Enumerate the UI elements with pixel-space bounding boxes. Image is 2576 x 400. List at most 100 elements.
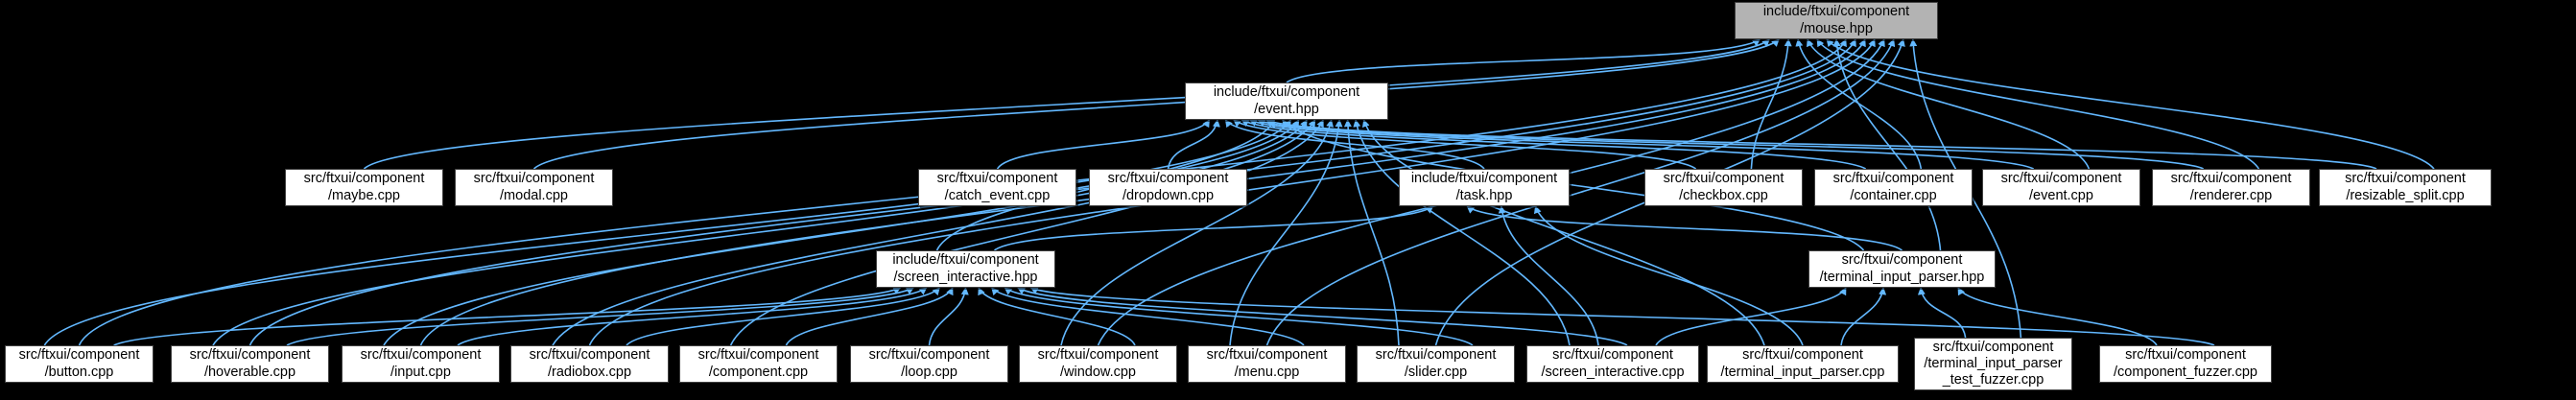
node-label-line: src/ftxui/component — [189, 347, 311, 364]
node-label-line: /terminal_input_parser.cpp — [1720, 364, 1885, 380]
graph-edge-screen-interactive-cpp-to-task-hpp — [1498, 205, 1599, 346]
node-label-line: /task.hpp — [1455, 187, 1513, 203]
graph-node-renderer-cpp[interactable]: src/ftxui/component/renderer.cpp — [2152, 169, 2310, 206]
node-label-line: /radiobox.cpp — [547, 364, 632, 380]
node-label-line: src/ftxui/component — [2345, 171, 2466, 187]
graph-edge-component-fuzzer-cpp-to-screen-interactive-hpp — [1029, 287, 2215, 346]
graph-node-slider-cpp[interactable]: src/ftxui/component/slider.cpp — [1357, 345, 1515, 383]
node-label-line: /terminal_input_parser.hpp — [1819, 269, 1985, 285]
graph-edge-component-cpp-to-event-hpp — [729, 119, 1324, 346]
graph-node-menu-cpp[interactable]: src/ftxui/component/menu.cpp — [1188, 345, 1346, 383]
graph-edge-event-hpp-to-mouse-hpp — [1286, 38, 1761, 83]
graph-edge-screen-interactive-cpp-to-screen-interactive-hpp — [1017, 287, 1628, 346]
graph-node-maybe-cpp[interactable]: src/ftxui/component/maybe.cpp — [285, 169, 443, 206]
graph-node-checkbox-cpp[interactable]: src/ftxui/component/checkbox.cpp — [1644, 169, 1803, 206]
node-label-line: include/ftxui/component — [1213, 84, 1360, 101]
graph-node-terminal-input-parser-hpp[interactable]: src/ftxui/component/terminal_input_parse… — [1808, 250, 1996, 288]
graph-edge-terminal-input-parser-hpp-to-mouse-hpp — [1832, 38, 1942, 251]
node-label-line: /event.hpp — [1254, 101, 1319, 117]
node-label-line: src/ftxui/component — [2125, 347, 2246, 364]
node-label-line: src/ftxui/component — [1375, 347, 1497, 364]
graph-node-container-cpp[interactable]: src/ftxui/component/container.cpp — [1814, 169, 1973, 206]
graph-edge-slider-cpp-to-event-hpp — [1343, 119, 1400, 346]
graph-edge-hoverable-cpp-to-event-hpp — [212, 119, 1300, 346]
graph-node-hoverable-cpp[interactable]: src/ftxui/component/hoverable.cpp — [171, 345, 329, 383]
node-label-line: src/ftxui/component — [868, 347, 990, 364]
graph-node-task-hpp[interactable]: include/ftxui/component/task.hpp — [1399, 169, 1570, 206]
graph-edge-tip-test-fuzzer-cpp-to-terminal-input-parser-hpp — [1917, 287, 1967, 339]
node-label-line: src/ftxui/component — [1663, 171, 1784, 187]
node-label-line: src/ftxui/component — [1037, 347, 1159, 364]
node-label-line: src/ftxui/component — [1552, 347, 1673, 364]
graph-edge-window-cpp-to-event-hpp — [1060, 119, 1335, 346]
node-label-line: src/ftxui/component — [1107, 171, 1229, 187]
node-label-line: /terminal_input_parser — [1924, 355, 2063, 371]
graph-edge-dropdown-cpp-to-event-hpp — [1167, 119, 1220, 170]
node-label-line: /catch_event.cpp — [944, 187, 1051, 203]
graph-node-resizable-split-cpp[interactable]: src/ftxui/component/resizable_split.cpp — [2319, 169, 2492, 206]
graph-edge-menu-cpp-to-event-hpp — [1229, 119, 1343, 346]
graph-edge-window-cpp-to-screen-interactive-hpp — [978, 287, 1136, 346]
node-label-line: src/ftxui/component — [2170, 171, 2292, 187]
graph-node-catch-event-cpp[interactable]: src/ftxui/component/catch_event.cpp — [918, 169, 1076, 206]
node-label-line: /dropdown.cpp — [1122, 187, 1215, 203]
node-label-line: src/ftxui/component — [1841, 252, 1963, 269]
graph-edge-loop-cpp-to-screen-interactive-hpp — [928, 287, 969, 346]
node-label-line: /screen_interactive.cpp — [1541, 364, 1685, 380]
graph-edge-button-cpp-to-screen-interactive-hpp — [113, 287, 902, 346]
graph-edge-resizable-split-cpp-to-mouse-hpp — [1826, 38, 2435, 170]
graph-node-radiobox-cpp[interactable]: src/ftxui/component/radiobox.cpp — [510, 345, 669, 383]
graph-node-component-cpp[interactable]: src/ftxui/component/component.cpp — [679, 345, 838, 383]
graph-node-component-fuzzer-cpp[interactable]: src/ftxui/component/component_fuzzer.cpp — [2099, 345, 2272, 383]
graph-edge-hoverable-cpp-to-screen-interactive-hpp — [286, 287, 914, 346]
graph-edge-terminal-input-parser-hpp-to-task-hpp — [1466, 205, 1903, 251]
graph-node-modal-cpp[interactable]: src/ftxui/component/modal.cpp — [455, 169, 613, 206]
node-label-line: /menu.cpp — [1234, 364, 1300, 380]
node-label-line: /resizable_split.cpp — [2346, 187, 2465, 203]
graph-node-button-cpp[interactable]: src/ftxui/component/button.cpp — [5, 345, 154, 383]
graph-node-mouse-hpp[interactable]: include/ftxui/component/mouse.hpp — [1735, 2, 1938, 39]
node-label-line: /mouse.hpp — [1800, 20, 1873, 36]
graph-edge-container-cpp-to-mouse-hpp — [1795, 38, 1923, 170]
graph-edge-input-cpp-to-screen-interactive-hpp — [457, 287, 928, 346]
graph-edge-catch-event-cpp-to-event-hpp — [996, 119, 1211, 170]
node-label-line: src/ftxui/component — [936, 171, 1058, 187]
graph-node-input-cpp[interactable]: src/ftxui/component/input.cpp — [342, 345, 500, 383]
graph-edge-terminal-input-parser-cpp-to-terminal-input-parser-hpp — [1840, 287, 1887, 346]
graph-node-terminal-input-parser-cpp[interactable]: src/ftxui/component/terminal_input_parse… — [1707, 345, 1899, 383]
graph-node-window-cpp[interactable]: src/ftxui/component/window.cpp — [1019, 345, 1177, 383]
node-label-line: src/ftxui/component — [529, 347, 650, 364]
graph-edge-screen-interactive-hpp-to-task-hpp — [993, 205, 1434, 251]
node-label-line: src/ftxui/component — [1832, 171, 1954, 187]
node-label-line: src/ftxui/component — [473, 171, 595, 187]
node-label-line: /screen_interactive.hpp — [893, 269, 1038, 285]
node-label-line: src/ftxui/component — [303, 171, 425, 187]
graph-node-screen-interactive-hpp[interactable]: include/ftxui/component/screen_interacti… — [876, 250, 1055, 288]
graph-node-event-hpp[interactable]: include/ftxui/component/event.hpp — [1185, 82, 1388, 120]
node-label-line: /loop.cpp — [901, 364, 957, 380]
graph-edge-radiobox-cpp-to-screen-interactive-hpp — [626, 287, 940, 346]
graph-node-screen-interactive-cpp[interactable]: src/ftxui/component/screen_interactive.c… — [1526, 345, 1699, 383]
graph-edge-screen-interactive-cpp-to-terminal-input-parser-hpp — [1655, 287, 1847, 346]
graph-edge-input-cpp-to-event-hpp — [383, 119, 1308, 346]
graph-edge-terminal-input-parser-cpp-to-task-hpp — [1533, 205, 1804, 346]
node-label-line: /container.cpp — [1850, 187, 1937, 203]
node-label-line: include/ftxui/component — [892, 252, 1039, 269]
node-label-line: src/ftxui/component — [360, 347, 482, 364]
graph-edge-component-cpp-to-screen-interactive-hpp — [785, 287, 954, 346]
graph-edge-checkbox-cpp-to-mouse-hpp — [1750, 38, 1792, 170]
node-label-line: src/ftxui/component — [2000, 171, 2122, 187]
graph-node-dropdown-cpp[interactable]: src/ftxui/component/dropdown.cpp — [1089, 169, 1247, 206]
graph-node-event-cpp[interactable]: src/ftxui/component/event.cpp — [1982, 169, 2140, 206]
graph-edge-radiobox-cpp-to-event-hpp — [552, 119, 1316, 346]
graph-node-tip-test-fuzzer-cpp[interactable]: src/ftxui/component/terminal_input_parse… — [1914, 338, 2072, 390]
graph-edge-maybe-cpp-to-mouse-hpp — [363, 38, 1770, 170]
graph-edge-event-cpp-to-mouse-hpp — [1806, 38, 2091, 170]
graph-edge-component-fuzzer-cpp-to-terminal-input-parser-hpp — [1957, 287, 2158, 346]
graph-node-loop-cpp[interactable]: src/ftxui/component/loop.cpp — [850, 345, 1008, 383]
graph-edge-screen-interactive-cpp-to-event-hpp — [1353, 119, 1571, 346]
node-label-line: /component.cpp — [708, 364, 809, 380]
node-label-line: /maybe.cpp — [328, 187, 400, 203]
graph-edge-resizable-split-cpp-to-event-hpp — [1265, 119, 2377, 170]
